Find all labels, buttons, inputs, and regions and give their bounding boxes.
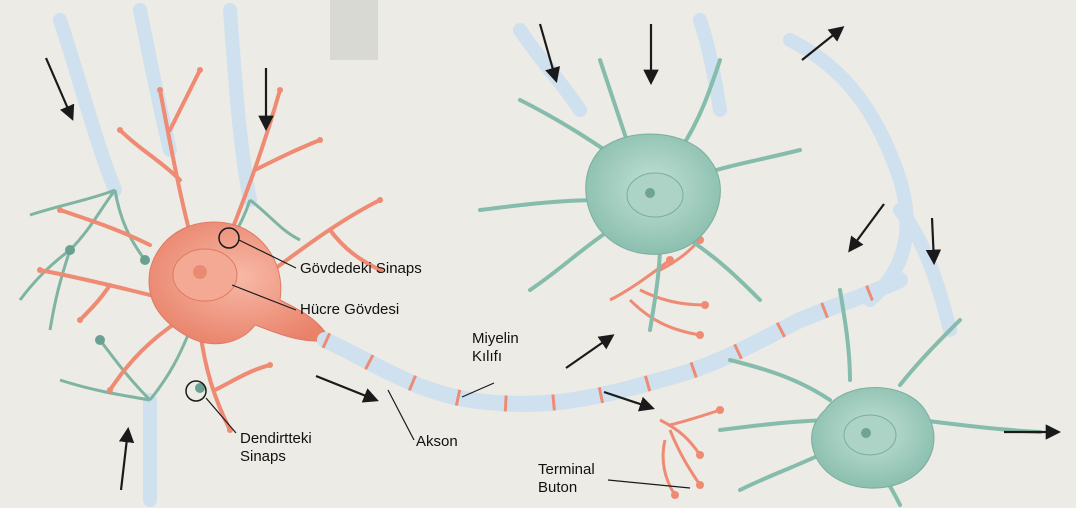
upper-teal-nucleolus bbox=[645, 188, 655, 198]
upper-teal-nucleus bbox=[627, 173, 683, 217]
cell-body-label: Hücre Gövdesi bbox=[300, 301, 399, 319]
axon-label: Akson bbox=[416, 433, 458, 451]
dendrite-synapse-label: Dendirtteki Sinaps bbox=[240, 430, 312, 466]
myelin-label: Miyelin Kılıfı bbox=[472, 330, 519, 366]
terminal-button-label: Terminal Buton bbox=[538, 461, 595, 497]
lower-teal-nucleolus bbox=[861, 428, 871, 438]
red-nucleolus bbox=[193, 265, 207, 279]
background-figure bbox=[330, 0, 378, 60]
soma-synapse-label: Gövdedeki Sinaps bbox=[300, 260, 422, 278]
